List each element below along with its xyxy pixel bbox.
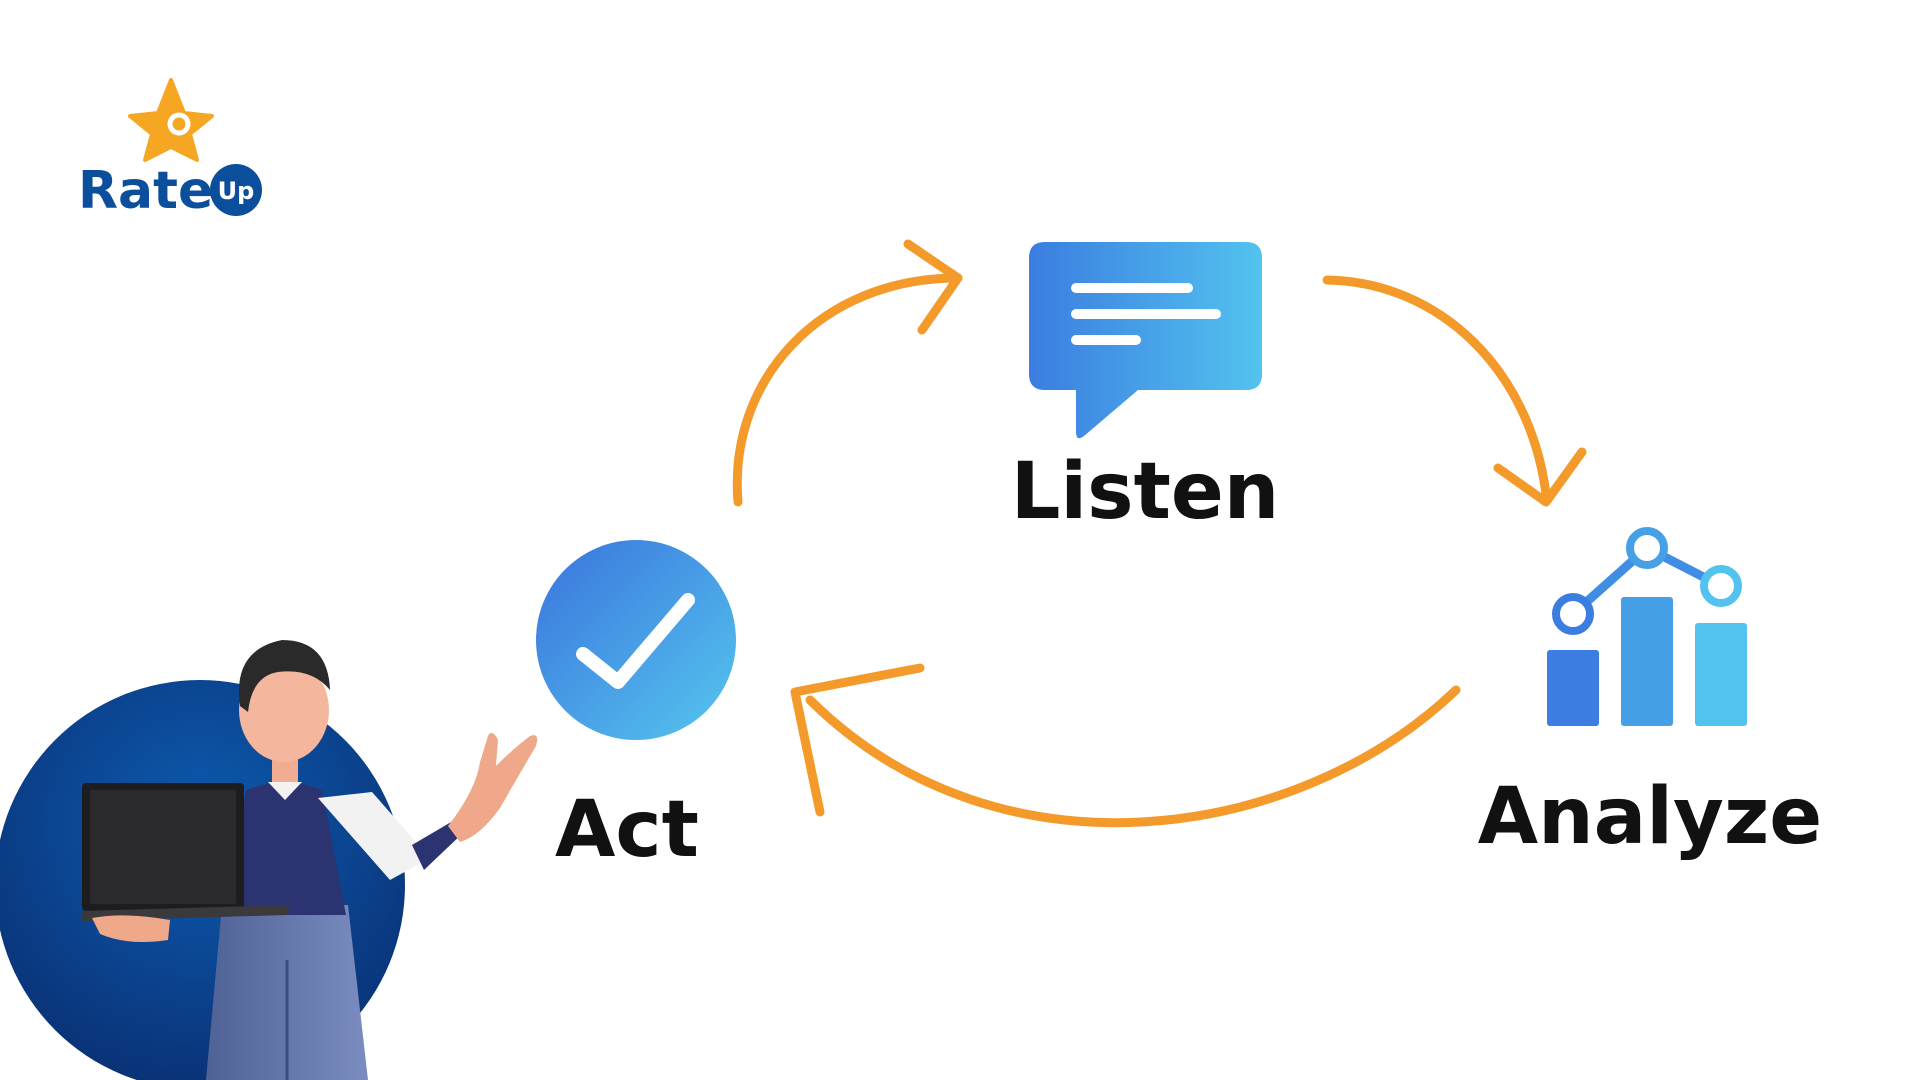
logo-badge-text: Up — [218, 177, 255, 205]
step-label-act: Act — [555, 785, 699, 875]
person-torso — [226, 782, 346, 915]
person-hand-raised — [448, 732, 538, 842]
logo-pin-icon — [167, 112, 191, 136]
logo-badge — [210, 164, 262, 216]
step-listen: Listen — [1011, 242, 1280, 537]
logo-wordmark: Rate — [78, 161, 213, 221]
person-hand-holding — [92, 915, 170, 942]
bar-chart-icon — [1547, 527, 1747, 726]
step-act: Act — [536, 540, 736, 875]
cycle-arrows — [732, 239, 1587, 828]
rateup-logo: Rate Up — [78, 78, 262, 221]
person-arm-raised — [318, 792, 430, 880]
arrow-listen-to-analyze — [1322, 275, 1587, 507]
step-label-listen: Listen — [1011, 447, 1280, 537]
arrow-analyze-to-act — [790, 663, 1461, 828]
person-head — [239, 658, 329, 762]
person-with-laptop-illustration — [0, 640, 538, 1080]
step-analyze: Analyze — [1478, 527, 1822, 862]
arrow-act-to-listen — [732, 239, 963, 507]
step-label-analyze: Analyze — [1478, 772, 1822, 862]
chat-bubble-icon — [1029, 242, 1262, 439]
person-hair — [238, 640, 330, 712]
checkmark-icon — [536, 540, 736, 740]
